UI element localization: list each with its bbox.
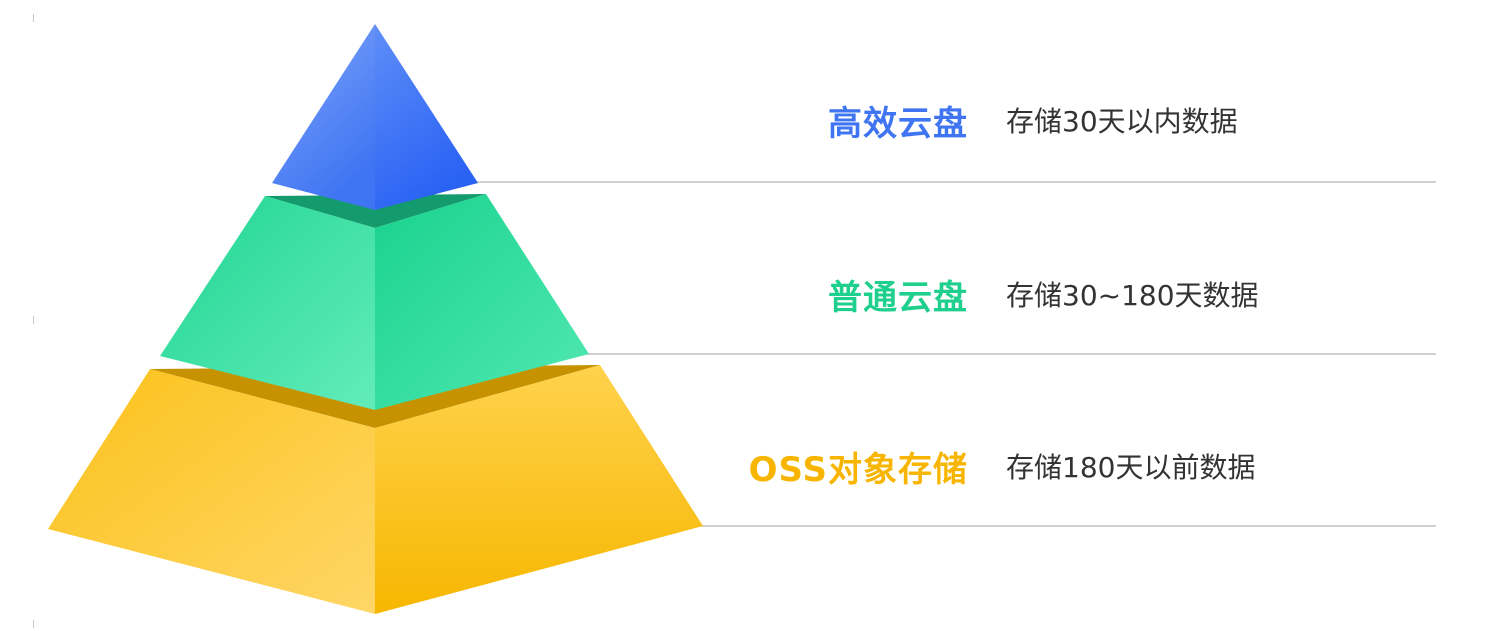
left-margin-tick-3 <box>33 620 34 628</box>
tier-bottom-description: 存储180天以前数据 <box>1006 451 1256 484</box>
tier-top-description: 存储30天以内数据 <box>1006 105 1238 138</box>
tier-row-middle: 普通云盘 存储30~180天数据 <box>690 264 1450 324</box>
tier-middle-name: 普通云盘 <box>828 277 968 318</box>
bottom-tier-left-face <box>48 369 375 614</box>
tier-top-name: 高效云盘 <box>828 103 968 144</box>
bottom-tier-right-face <box>375 365 703 614</box>
left-margin-tick-1 <box>33 14 34 22</box>
tier-bottom-name: OSS对象存储 <box>748 449 968 490</box>
tier-row-bottom: OSS对象存储 存储180天以前数据 <box>690 436 1450 496</box>
tier-row-top: 高效云盘 存储30天以内数据 <box>690 90 1450 150</box>
middle-tier-left-face <box>160 196 375 410</box>
top-tier-left-face <box>272 24 375 210</box>
left-margin-tick-2 <box>33 316 34 324</box>
middle-tier-back-face <box>265 194 486 228</box>
top-tier-right-face <box>375 24 478 210</box>
middle-tier-right-face <box>375 194 589 410</box>
tier-middle-description: 存储30~180天数据 <box>1006 279 1259 312</box>
